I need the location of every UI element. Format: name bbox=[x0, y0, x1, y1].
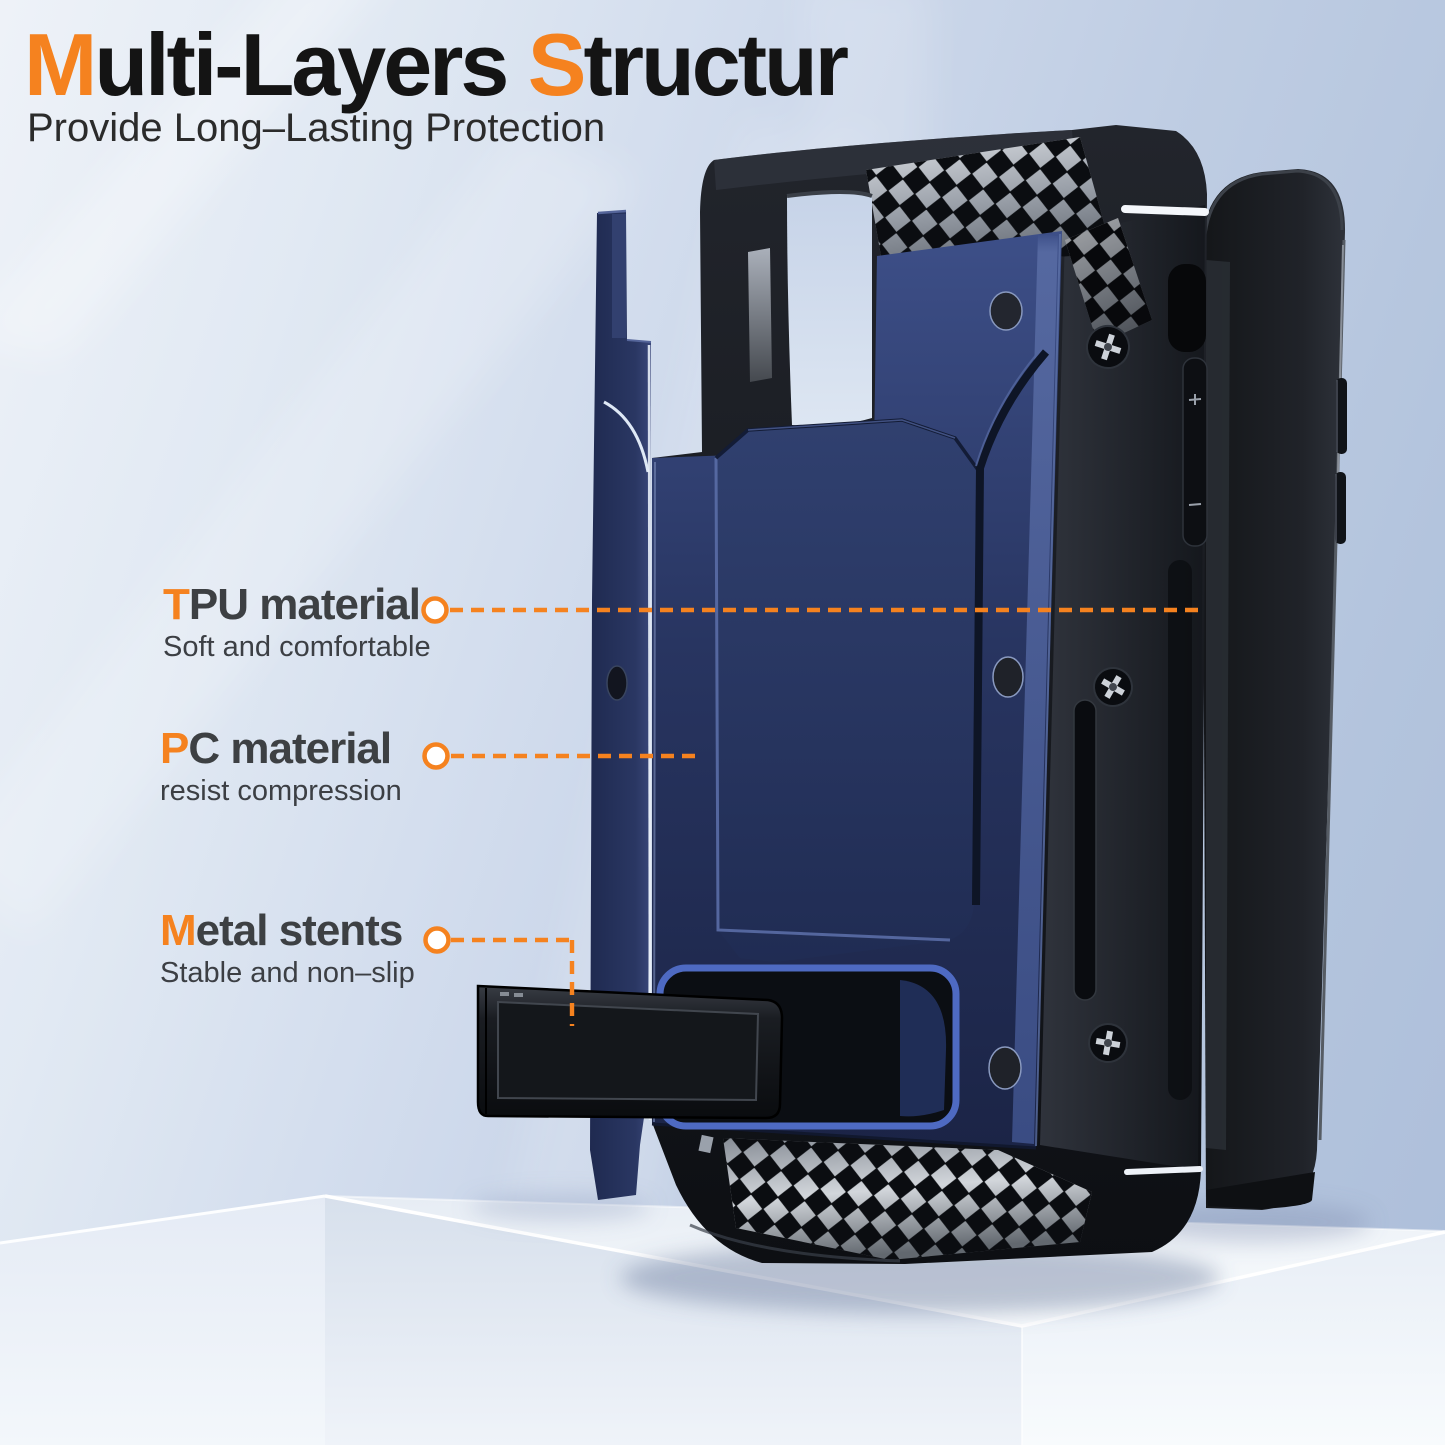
pc-back-panel bbox=[651, 231, 1062, 1150]
callout-tpu-description: Soft and comfortable bbox=[163, 631, 431, 664]
title-segment-accent-2: S bbox=[527, 15, 587, 114]
page-subtitle: Provide Long–Lasting Protection bbox=[27, 106, 606, 150]
top-accent-line bbox=[1121, 205, 1209, 216]
port-cutout bbox=[1168, 264, 1206, 352]
callout-tpu-rest: PU material bbox=[188, 580, 421, 629]
strap-slot bbox=[1073, 699, 1097, 1001]
screw-middle bbox=[1093, 667, 1133, 707]
page-title: Multi-Layers Structur bbox=[24, 14, 850, 116]
callout-tpu-initial: T bbox=[163, 580, 190, 629]
callout-metal-description: Stable and non–slip bbox=[160, 957, 415, 990]
callout-anchor-dots bbox=[421, 596, 451, 954]
callout-metal-initial: M bbox=[160, 906, 197, 955]
callout-pc-initial: P bbox=[160, 724, 189, 773]
pc-slab-layer bbox=[590, 209, 652, 1200]
title-segment-dark-2: tructur bbox=[583, 15, 850, 114]
tpu-anchor-dot bbox=[421, 596, 449, 624]
title-segment-dark-1: ulti-Layers bbox=[94, 15, 528, 114]
callout-tpu-label: TPU material bbox=[163, 580, 431, 629]
callout-metal-rest: etal stents bbox=[195, 906, 404, 955]
callout-metal-label: Metal stents bbox=[160, 906, 415, 955]
callout-pc: PC material resist compression bbox=[160, 724, 402, 808]
tpu-sleeve-layer bbox=[1202, 169, 1347, 1210]
sleeve-power-button bbox=[1336, 378, 1347, 454]
callout-pc-label: PC material bbox=[160, 724, 402, 773]
metal-kickstand bbox=[476, 984, 784, 1120]
metal-leader-line bbox=[451, 937, 575, 1026]
camera-cutout bbox=[748, 190, 873, 427]
case-sidewall-details bbox=[1073, 205, 1209, 1175]
callout-metal: Metal stents Stable and non–slip bbox=[160, 906, 415, 990]
callout-tpu: TPU material Soft and comfortable bbox=[163, 580, 431, 664]
callout-leader-lines bbox=[450, 607, 1198, 1026]
bottom-accent-line bbox=[1124, 1166, 1203, 1175]
callout-pc-description: resist compression bbox=[160, 775, 402, 808]
pc-anchor-dot bbox=[422, 742, 450, 770]
screw-bottom bbox=[1088, 1023, 1128, 1063]
armor-case bbox=[476, 125, 1209, 1264]
title-segment-accent-1: M bbox=[24, 15, 97, 114]
metal-anchor-dot bbox=[423, 926, 451, 954]
sleeve-volume-button bbox=[1335, 472, 1346, 544]
top-mesh bbox=[866, 137, 1152, 345]
callout-pc-rest: C material bbox=[188, 724, 392, 773]
bottom-mesh bbox=[689, 1134, 1092, 1263]
screw-top bbox=[1086, 325, 1130, 369]
volume-rocker bbox=[1182, 357, 1208, 547]
